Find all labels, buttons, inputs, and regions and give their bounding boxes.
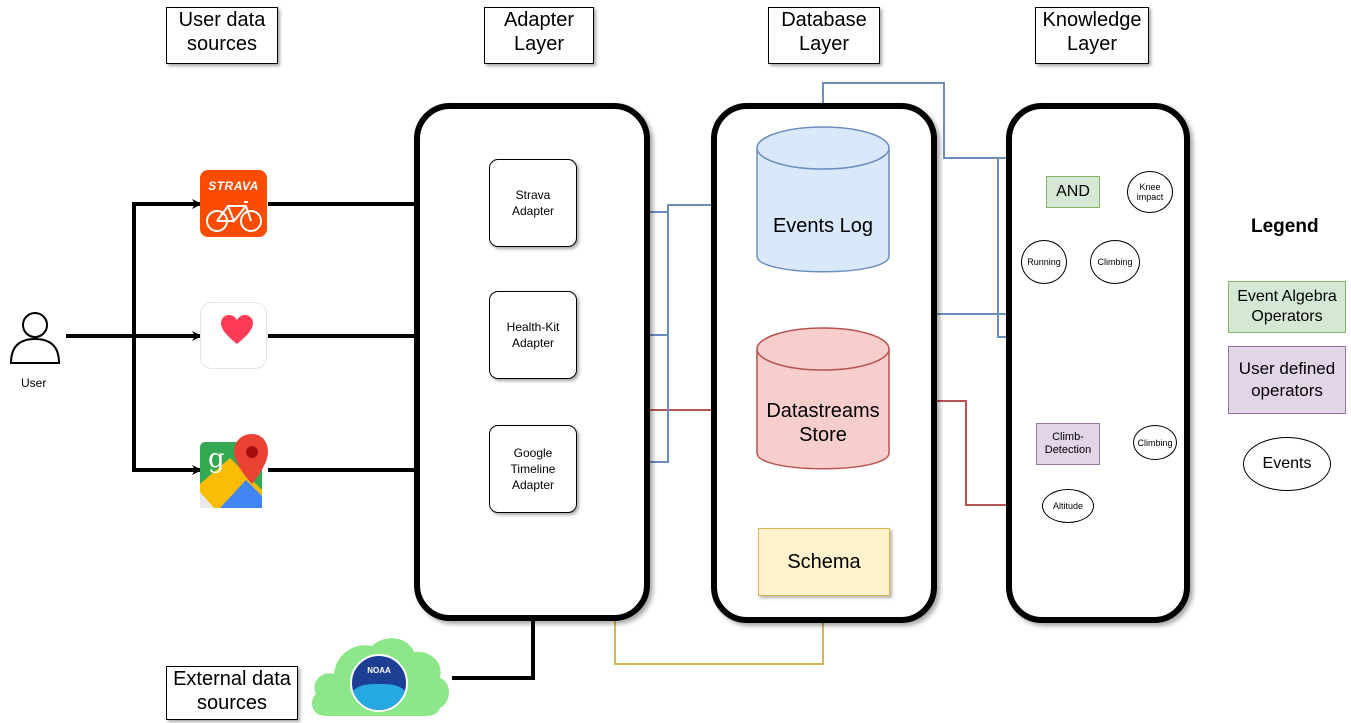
running-event[interactable]: Running	[1021, 240, 1067, 284]
google-maps-icon[interactable]: g	[200, 434, 268, 508]
datastreams-cylinder-shape	[756, 327, 890, 470]
strava-adapter[interactable]: Strava Adapter	[489, 159, 577, 247]
strava-wordmark: STRAVA	[208, 179, 259, 193]
header-user-data-sources: User data sources	[166, 7, 278, 64]
and-operator[interactable]: AND	[1046, 176, 1100, 208]
noaa-cloud-icon[interactable]: NOAA	[308, 632, 452, 718]
altitude-event[interactable]: Altitude	[1042, 489, 1094, 523]
maps-letter-g: g	[208, 444, 225, 474]
user-icon	[9, 312, 61, 364]
header-database-layer: Database Layer	[768, 7, 880, 64]
header-adapter-layer: Adapter Layer	[484, 7, 594, 64]
header-external-data-sources: External data sources	[166, 666, 298, 720]
legend-title: Legend	[1251, 216, 1319, 237]
heart-icon	[221, 315, 253, 344]
google-timeline-adapter[interactable]: Google Timeline Adapter	[489, 425, 577, 513]
maps-tile-icon	[200, 434, 268, 508]
user-branch-line	[132, 199, 202, 336]
bike-icon	[206, 201, 262, 232]
noaa-logo-wave	[352, 684, 406, 710]
user-label: User	[21, 376, 47, 390]
noaa-logo-text: NOAA	[367, 666, 391, 675]
datastreams-label: Datastreams Store	[766, 400, 880, 446]
legend-event-algebra-operators: Event Algebra Operators	[1228, 281, 1346, 333]
knee-impact-event[interactable]: Knee impact	[1127, 171, 1173, 213]
events-log-label: Events Log	[772, 215, 874, 237]
legend-user-defined-operators: User defined operators	[1228, 346, 1346, 414]
strava-icon[interactable]: STRAVA	[200, 170, 267, 237]
climb-detection-operator[interactable]: Climb- Detection	[1036, 423, 1100, 465]
events-log-cylinder-shape	[756, 126, 890, 273]
header-knowledge-layer: Knowledge Layer	[1035, 7, 1149, 64]
health-kit-adapter[interactable]: Health-Kit Adapter	[489, 291, 577, 379]
legend-events: Events	[1243, 437, 1331, 491]
noaa-logo: NOAA	[350, 654, 408, 712]
user-branch-line	[132, 336, 202, 475]
climbing-event-top[interactable]: Climbing	[1090, 240, 1140, 284]
schema-box[interactable]: Schema	[758, 528, 890, 596]
datastreams-store-database[interactable]: Datastreams Store	[756, 327, 890, 475]
climbing-event-bottom[interactable]: Climbing	[1133, 425, 1177, 460]
health-app-icon[interactable]	[200, 302, 267, 369]
events-log-database[interactable]: Events Log	[756, 126, 890, 278]
